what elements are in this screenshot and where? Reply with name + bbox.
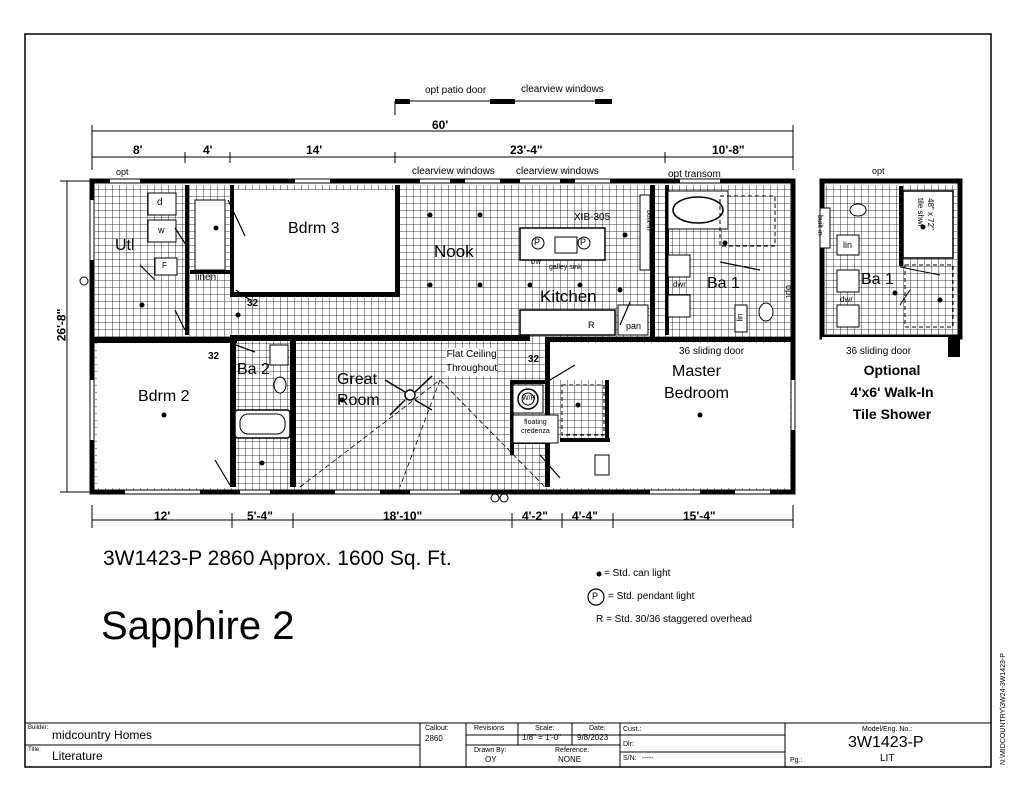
model-line: 3W1423-P 2860 Approx. 1600 Sq. Ft.: [103, 547, 452, 570]
opt-patio-door-label: opt patio door: [425, 85, 487, 96]
room-bdrm2: Bdrm 2: [138, 388, 190, 405]
model-name: Sapphire 2: [101, 604, 295, 648]
water-heater-label: W/H: [522, 395, 536, 402]
reference-label: Reference:: [555, 747, 590, 754]
dimension-lines: [60, 100, 794, 528]
dim-top-3: 23'-4": [510, 143, 543, 157]
dim-bottom-1: 5'-4": [247, 509, 273, 523]
option-drawer-label: dwr: [840, 295, 853, 304]
title-value: Literature: [52, 749, 103, 763]
room-nook: Nook: [434, 242, 474, 261]
option-caption-line1: Optional: [863, 362, 921, 378]
bdrm3-floor: [233, 190, 396, 293]
callout-value: 2860: [425, 734, 443, 743]
optional-shower-plan: [819, 178, 963, 357]
scale-label: Scale:: [535, 725, 555, 732]
file-path-side-text: N:\MIDCOUNTRY\3W24-3W1423-P: [1000, 653, 1007, 765]
door-size-32-b: 32: [208, 351, 220, 362]
overall-depth-dim: 26'-8": [54, 308, 69, 342]
dryer-label: d: [157, 197, 163, 208]
clearview-label-1: clearview windows: [412, 166, 495, 177]
legend-pendant-light: = Std. pendant light: [608, 591, 695, 602]
dim-bottom-5: 15'-4": [683, 509, 716, 523]
dim-bottom-4: 4'-4": [572, 509, 598, 523]
option-room-ba1: Ba 1: [861, 271, 894, 288]
customer-label: Cust.:: [623, 726, 642, 733]
page-label: Pg.:: [790, 757, 803, 764]
room-ba2: Ba 2: [237, 361, 270, 378]
scale-value: 1/8" = 1'-0": [522, 733, 562, 742]
can-light-icon: [596, 571, 602, 577]
xib-305-label: XIB-305: [574, 212, 611, 223]
title-block: [24, 722, 992, 768]
door-size-32-c: 32: [528, 354, 540, 365]
reference-value: NONE: [558, 755, 582, 764]
dim-bottom-0: 12': [154, 509, 171, 523]
revisions-label: Revisions: [474, 725, 505, 732]
serial-number-label: S/N:: [623, 755, 637, 762]
callout-label: Callout:: [425, 725, 449, 732]
opt-label-right: opt: [784, 285, 794, 298]
main-floor-plan: [89, 178, 796, 495]
opt-label-left: opt: [116, 167, 129, 177]
option-shower-size: 48" x 72" tile shwr: [916, 198, 935, 230]
option-built-in-label: built-in: [816, 215, 823, 236]
built-in-label: built-in: [645, 210, 652, 231]
builder-label: Builder:: [28, 725, 49, 731]
drawer-label: dwr: [673, 280, 686, 289]
builder-value: midcountry Homes: [52, 728, 153, 742]
dim-top-4: 10'-8": [712, 143, 745, 157]
date-value: 9/8/2023: [577, 733, 609, 742]
option-caption-line2: 4'x6' Walk-In: [850, 384, 934, 400]
dealer-label: Dlr:: [623, 741, 634, 748]
dim-top-0: 8': [133, 143, 143, 157]
range-r-label: R: [588, 320, 595, 330]
flat-ceiling-note: Flat Ceiling Throughout: [446, 348, 498, 376]
sliding-door-label: 36 sliding door: [679, 346, 745, 357]
room-ba1: Ba 1: [707, 275, 740, 292]
dim-top-2: 14': [306, 143, 323, 157]
room-master-bedroom: Master Bedroom: [664, 363, 729, 402]
galley-sink-label: galley sink: [549, 264, 582, 271]
option-caption-line3: Tile Shower: [852, 406, 932, 422]
dim-top-1: 4': [203, 143, 213, 157]
pendant-p2: P: [580, 237, 587, 247]
drawn-by-value: OY: [485, 755, 497, 764]
room-great-room: Great Room: [337, 371, 380, 409]
washer-label: w: [158, 225, 165, 235]
pantry-label: pan: [626, 321, 642, 331]
legend-can-light: = Std. can light: [604, 568, 671, 579]
date-label: Date:: [589, 725, 606, 732]
pendant-light-icon: [587, 588, 605, 606]
linen-closet-label: lin: [735, 313, 745, 322]
dishwasher-label: DW: [531, 260, 541, 266]
pendant-p1: P: [534, 237, 541, 247]
opt-transom-label: opt transom: [668, 169, 721, 180]
floating-credenza-label: floating credenza: [521, 418, 550, 436]
room-kitchen: Kitchen: [540, 287, 597, 306]
overall-width-dim: 60': [432, 118, 449, 132]
top-clearview-label: clearview windows: [521, 84, 604, 95]
dim-bottom-3: 4'-2": [522, 509, 548, 523]
clearview-label-2: clearview windows: [516, 166, 599, 177]
option-opt-label: opt: [872, 166, 885, 176]
option-sliding-door-label: 36 sliding door: [846, 346, 912, 357]
serial-number-value: -----: [642, 755, 654, 762]
legend-overhead: R = Std. 30/36 staggered overhead: [596, 614, 752, 625]
door-size-32-a: 32: [247, 298, 259, 309]
title-label: Title:: [28, 747, 41, 753]
room-utl: Utl: [115, 237, 135, 254]
drawn-by-label: Drawn By:: [474, 747, 507, 754]
room-bdrm3: Bdrm 3: [288, 220, 340, 237]
dim-bottom-2: 18'-10": [383, 509, 423, 523]
freezer-label: F: [162, 261, 167, 270]
option-linen-label: lin: [843, 240, 853, 250]
legend-pendant-symbol: P: [592, 591, 599, 601]
linen-label: linen: [195, 272, 217, 283]
lit-value: LIT: [880, 753, 895, 764]
model-number-label: Model/Eng. No.:: [862, 726, 913, 733]
model-number-value: 3W1423-P: [848, 734, 924, 751]
